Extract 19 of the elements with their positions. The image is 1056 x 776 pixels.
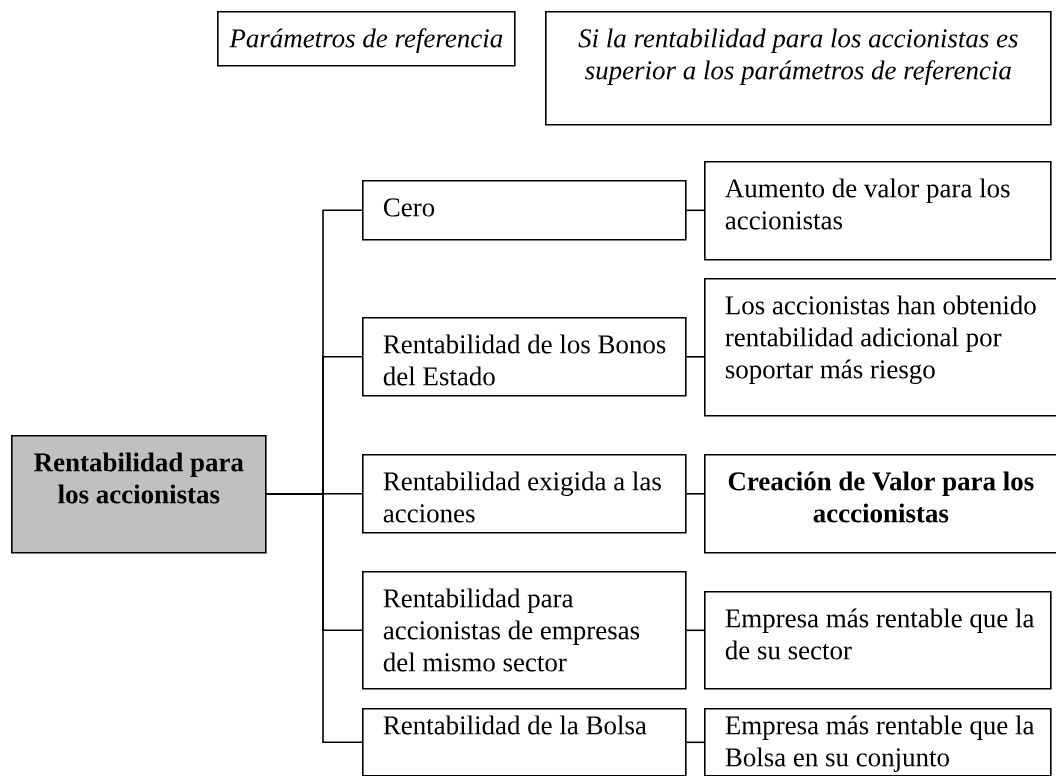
header-box: Si la rentabilidad para los accionistas es superior a los parámetros de referencia (545, 11, 1052, 126)
reference-box: Rentabilidad exigida a las acciones (362, 454, 687, 534)
reference-box: Rentabilidad de la Bolsa (362, 708, 687, 776)
reference-box: Rentabilidad de los Bonos del Estado (362, 317, 687, 397)
root-box: Rentabilidad para los accionistas (11, 435, 267, 554)
result-box: Creación de Valor para los acccionistas (704, 454, 1056, 554)
result-box: Aumento de valor para los accionistas (704, 161, 1052, 261)
connector-line (685, 629, 705, 632)
connector-line (685, 493, 705, 495)
connector-line (265, 493, 363, 744)
connector-line (685, 356, 705, 358)
header-box: Parámetros de referencia (217, 11, 516, 67)
result-box: Empresa más rentable que la Bolsa en su conjunto (704, 708, 1052, 776)
reference-box: Rentabilidad para accionistas de empresas del mismo sector (362, 571, 687, 690)
connector-line (685, 209, 705, 212)
reference-box: Cero (362, 180, 687, 241)
result-box: Empresa más rentable que la de su sector (704, 591, 1052, 690)
connector-line (685, 741, 705, 744)
result-box: Los accionistas han obtenido rentabilidad adicional por soportar más riesgo (704, 278, 1056, 417)
